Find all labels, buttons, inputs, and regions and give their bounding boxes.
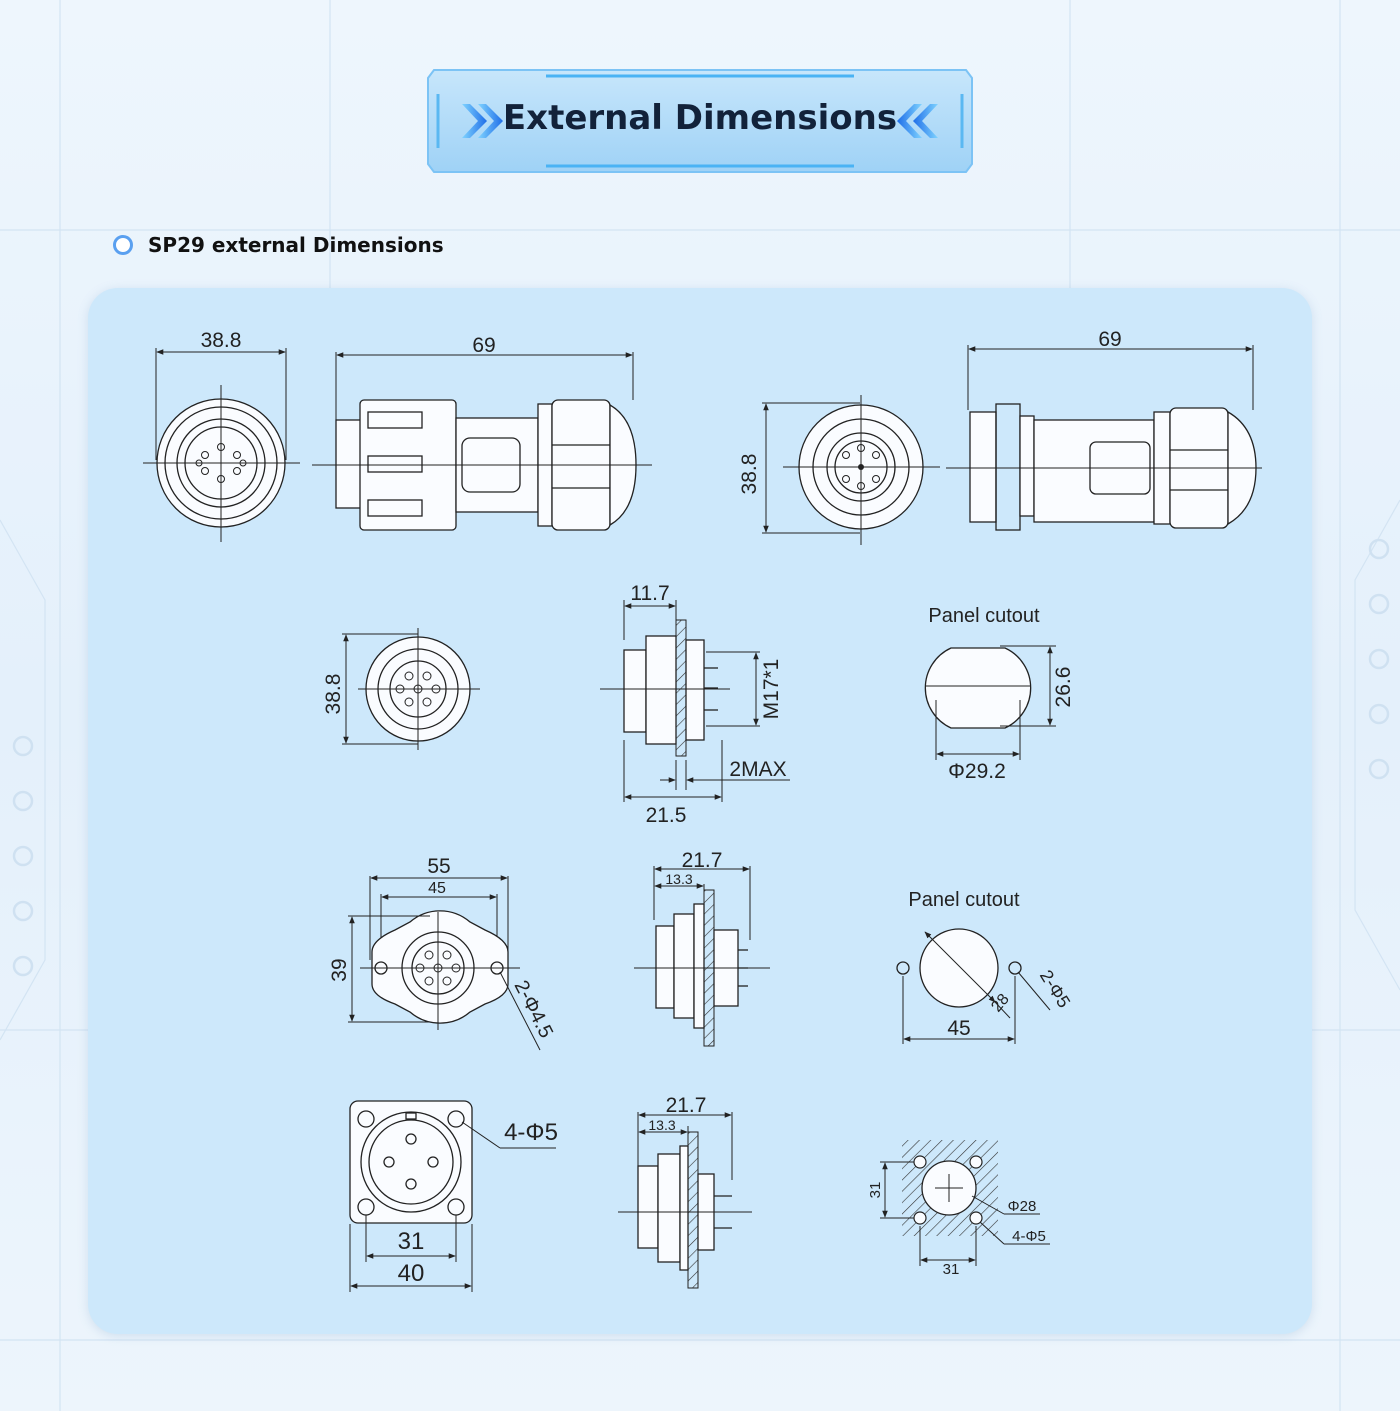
square-holes-label: 4-Φ5 [504,1119,558,1146]
section-bullet-icon [113,235,133,255]
cable-socket-side-view [946,345,1262,531]
rear-height-label: 38.8 [322,674,345,715]
flange-height-label: 39 [328,958,351,981]
rear-depth-label: 11.7 [630,582,669,605]
square-flange-side-view [618,1112,752,1289]
cutout-title-2: Panel cutout [908,889,1020,911]
square-inner-label: 31 [398,1228,425,1255]
plug-front-view [143,348,300,542]
panel-cutout-1 [924,645,1056,760]
rear-total-label: 21.5 [646,804,687,827]
cutout-title-1: Panel cutout [928,605,1040,627]
cutout2-spacing-label: 45 [947,1017,970,1040]
cutout2-diameter-label: 28 [988,991,1013,1016]
cutout3-height-label: 31 [867,1182,884,1199]
rear-mount-side-view [600,600,790,802]
rear-thread-label: M17*1 [760,659,783,720]
flange-outer-width-label: 55 [427,855,450,878]
cutout2-holes-label: 2-Φ5 [1036,966,1074,1011]
cutout3-diameter-label: Φ28 [1008,1198,1037,1215]
panel-cutout-3 [880,1140,1050,1266]
square-flange-front-view [349,1100,556,1292]
square-outer-label: 40 [398,1260,425,1287]
flange-front-view [348,875,541,1051]
title-banner [427,69,973,173]
cable-length-label: 69 [1098,328,1121,351]
flange-holes-label: 2-Φ4.5 [510,977,558,1042]
cutout1-height-label: 26.6 [1052,667,1075,708]
cutout3-width-label: 31 [943,1261,960,1278]
rear-panel-max-label: 2MAX [729,758,786,781]
plug-width-label: 38.8 [201,329,242,352]
square-side-depth-label: 13.3 [648,1117,675,1133]
page-title: External Dimensions [502,98,898,138]
cutout3-holes-label: 4-Φ5 [1012,1228,1046,1245]
cable-height-label: 38.8 [738,454,761,495]
rear-mount-front-view [342,628,480,750]
panel-cutout-2 [896,928,1051,1044]
flange-side-view [634,866,770,1047]
cutout1-diameter-label: Φ29.2 [948,760,1006,783]
flange-side-total-label: 21.7 [682,849,723,872]
section-title: SP29 external Dimensions [148,233,444,257]
flange-side-depth-label: 13.3 [665,871,692,887]
square-side-total-label: 21.7 [666,1094,707,1117]
cable-socket-front-view [762,395,940,545]
plug-length-label: 69 [472,334,495,357]
plug-side-view [312,352,652,531]
flange-inner-width-label: 45 [428,880,446,897]
